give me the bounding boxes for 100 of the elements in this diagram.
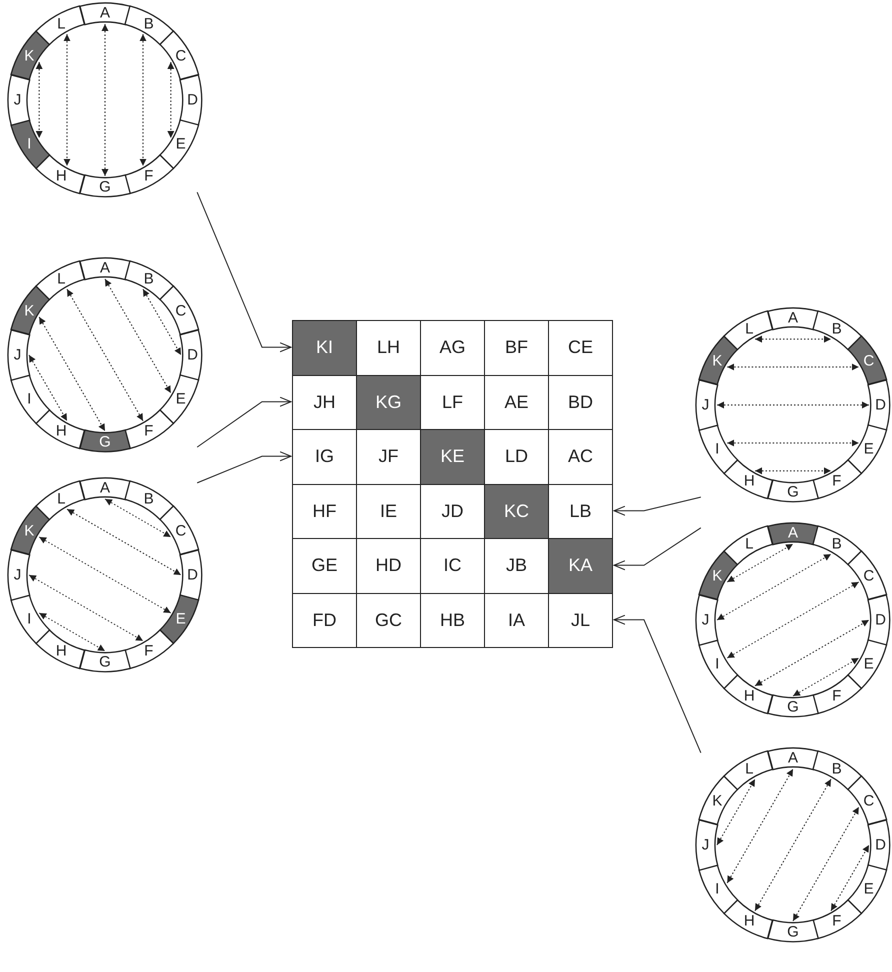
chord-arrow	[830, 844, 870, 912]
dial-segment	[36, 261, 85, 300]
dial-segment	[848, 551, 887, 600]
dial-segment	[11, 375, 50, 424]
arrow	[614, 614, 702, 754]
dial-segment	[768, 480, 818, 502]
segment-letter: G	[99, 434, 111, 450]
segment-letter: F	[832, 688, 842, 704]
segment-letter: A	[788, 525, 798, 540]
chord-arrow	[38, 612, 106, 652]
segment-letter: D	[187, 347, 198, 362]
segment-letter: C	[863, 794, 874, 809]
dial-segment	[848, 640, 887, 689]
segment-letter: I	[715, 441, 720, 456]
chord-arrow	[726, 544, 794, 582]
chord-arrow	[104, 278, 172, 394]
chord-arrow	[754, 467, 832, 474]
segment-letter: H	[744, 473, 755, 488]
dial-segment	[813, 675, 862, 714]
dial-segment	[724, 751, 773, 790]
dial-segment	[724, 526, 773, 565]
segment-letter: I	[27, 391, 32, 406]
segment-letter: E	[864, 656, 874, 672]
segment-letter: J	[14, 92, 22, 108]
segment-letter: J	[702, 612, 710, 628]
segment-letter: F	[832, 913, 842, 928]
segment-letter: I	[715, 656, 720, 672]
dial-segment	[848, 865, 887, 914]
segment-letter: C	[863, 568, 874, 584]
segment-letter: F	[144, 168, 154, 184]
segment-letter: D	[875, 837, 886, 852]
dial-segment	[180, 74, 202, 126]
pairing-cell: KE	[420, 429, 485, 484]
segment-letter: C	[175, 48, 186, 64]
segment-letter: H	[744, 688, 755, 704]
dial-segment	[699, 425, 738, 474]
arrow	[614, 527, 702, 570]
dial-segment	[36, 6, 85, 45]
arrow	[196, 192, 292, 352]
pairing-cell: JL	[548, 592, 613, 648]
segment-letter: F	[144, 423, 154, 438]
segment-letter: E	[176, 611, 186, 626]
dial-segment	[699, 640, 738, 689]
segment-letter: F	[144, 643, 154, 658]
segment-letter: G	[787, 484, 799, 500]
dial-segment	[848, 776, 887, 825]
dial-segment	[125, 630, 174, 669]
dial-segment	[36, 630, 85, 669]
chord-arrow	[716, 554, 832, 620]
segment-letter: D	[187, 92, 198, 108]
pairing-cell: KG	[356, 374, 421, 430]
dial-segment	[80, 258, 130, 280]
segment-letter: L	[745, 536, 754, 552]
dial-segment	[868, 594, 890, 646]
dial-segment	[125, 410, 174, 449]
segment-letter: G	[99, 180, 111, 195]
chord-arrow	[726, 364, 860, 370]
arrow	[196, 451, 292, 484]
chord-arrow	[38, 316, 106, 432]
segment-letter: B	[832, 536, 842, 552]
chord-arrow	[140, 34, 146, 166]
chord-arrow	[66, 508, 182, 576]
segment-letter: C	[863, 354, 874, 369]
segment-letter: A	[788, 750, 798, 765]
segment-letter: K	[24, 304, 34, 319]
chord-arrow	[726, 768, 794, 884]
segment-letter: E	[176, 391, 186, 406]
segment-letter: A	[788, 310, 798, 325]
segment-letter: J	[702, 397, 710, 412]
dial-segment	[11, 595, 50, 644]
dial-segment	[11, 31, 50, 80]
dial-segment	[696, 594, 718, 646]
dial-segment	[699, 336, 738, 385]
chord-arrow	[792, 658, 860, 696]
chord-arrow	[726, 440, 860, 446]
dial-segment	[724, 311, 773, 350]
segment-letter: E	[864, 881, 874, 896]
chord-arrow	[28, 354, 68, 422]
dial-segment	[80, 650, 130, 672]
segment-letter: A	[100, 5, 110, 20]
segment-letter: L	[57, 272, 66, 287]
segment-letter: L	[57, 492, 66, 507]
dial-segment	[180, 550, 202, 600]
dial-segment	[813, 311, 862, 350]
pairing-cell: FD	[292, 592, 357, 648]
dial-segment	[125, 261, 174, 300]
dial-segment	[36, 155, 85, 194]
dial-segment	[768, 523, 818, 545]
segment-letter: C	[175, 524, 186, 539]
dial-segment	[80, 430, 130, 452]
segment-letter: K	[712, 568, 722, 584]
dial-segment	[36, 410, 85, 449]
segment-letter: E	[864, 441, 874, 456]
dial-segment	[768, 695, 818, 717]
chord-arrow	[38, 536, 172, 614]
dial-segment	[180, 330, 202, 380]
segment-letter: D	[187, 567, 198, 582]
segment-letter: H	[56, 423, 67, 438]
dial-segment	[160, 595, 199, 644]
dial-segment	[160, 31, 199, 80]
